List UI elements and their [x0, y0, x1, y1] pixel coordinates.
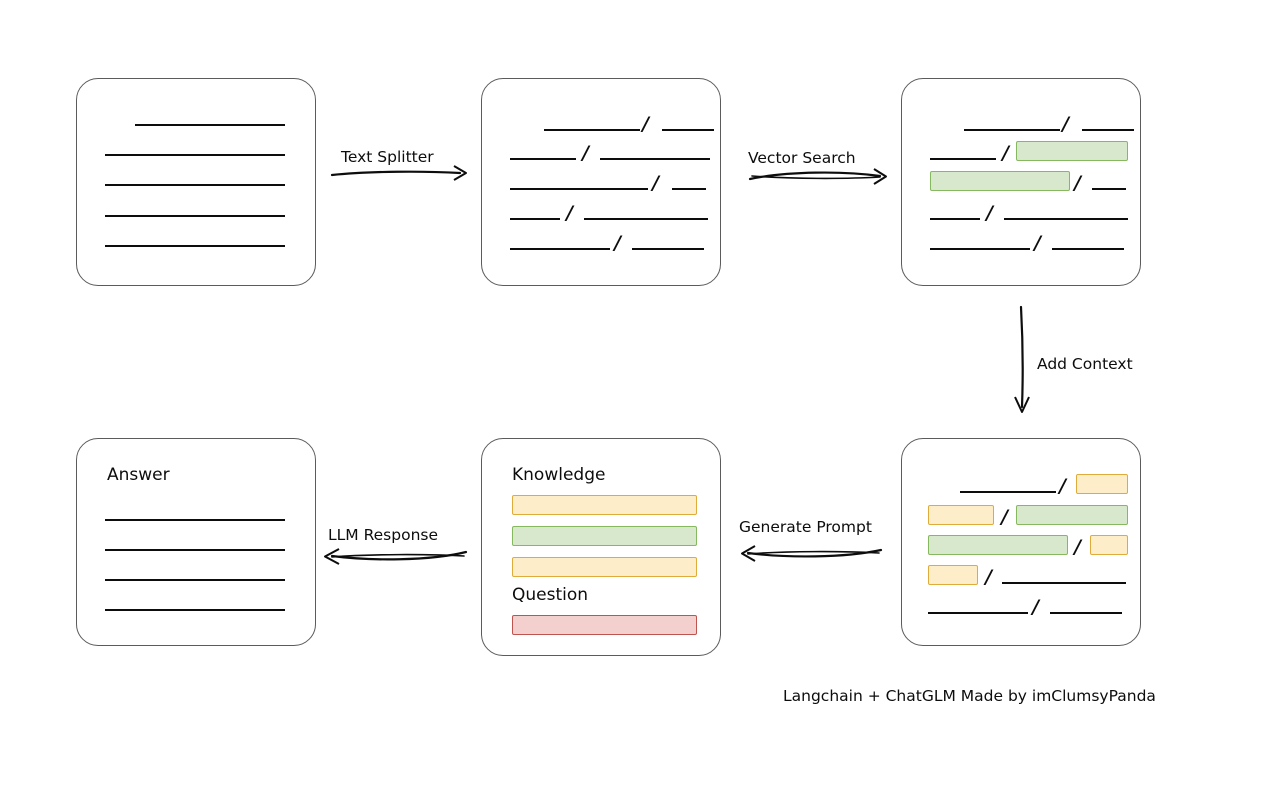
- chunk-slash: /: [1032, 596, 1039, 618]
- chunk-line: [930, 218, 980, 220]
- chunk-line: [510, 248, 610, 250]
- question-chip-red: [512, 615, 697, 635]
- chunk-line: [960, 491, 1056, 493]
- chunk-chip-yellow: [1076, 474, 1128, 494]
- chunk-slash: /: [582, 142, 589, 164]
- chunk-line: [632, 248, 704, 250]
- chunk-line: [510, 158, 576, 160]
- edge-vector-search: [748, 163, 890, 189]
- chunk-line: [584, 218, 708, 220]
- knowledge-chip-yellow: [512, 495, 697, 515]
- edge-add-context: [1012, 305, 1040, 415]
- doc-line: [105, 245, 285, 247]
- chunk-slash: /: [614, 232, 621, 254]
- chunk-line: [1092, 188, 1126, 190]
- chunk-slash: /: [566, 202, 573, 224]
- node-source-document[interactable]: [76, 78, 316, 286]
- doc-line: [105, 184, 285, 186]
- chunk-line: [928, 612, 1028, 614]
- chunk-chip-green: [1016, 505, 1128, 525]
- node-matched-chunks[interactable]: / / / / /: [901, 78, 1141, 286]
- knowledge-chip-green: [512, 526, 697, 546]
- knowledge-heading: Knowledge: [512, 465, 606, 485]
- chunk-line: [510, 188, 648, 190]
- chunk-chip-green: [928, 535, 1068, 555]
- chunk-slash: /: [985, 566, 992, 588]
- answer-line: [105, 519, 285, 521]
- chunk-slash: /: [1059, 475, 1066, 497]
- chunk-line: [964, 129, 1060, 131]
- chunk-line: [672, 188, 706, 190]
- chunk-slash: /: [1001, 506, 1008, 528]
- chunk-slash: /: [1074, 536, 1081, 558]
- chunk-chip-yellow: [928, 505, 994, 525]
- edge-label-text-splitter: Text Splitter: [341, 148, 434, 166]
- chunk-line: [510, 218, 560, 220]
- knowledge-chip-yellow: [512, 557, 697, 577]
- edge-generate-prompt: [738, 540, 883, 566]
- llm-response-arrow-icon: [324, 548, 468, 565]
- edge-text-splitter: [330, 160, 470, 186]
- edge-label-generate-prompt: Generate Prompt: [739, 518, 872, 536]
- edge-llm-response: [320, 544, 468, 570]
- doc-line: [105, 154, 285, 156]
- chunk-line: [544, 129, 640, 131]
- doc-line: [135, 124, 285, 126]
- chunk-slash: /: [1074, 172, 1081, 194]
- chunk-chip-green: [1016, 141, 1128, 161]
- chunk-line: [662, 129, 714, 131]
- node-split-chunks[interactable]: / / / / /: [481, 78, 721, 286]
- add-context-arrow-icon: [1014, 305, 1030, 413]
- chunk-slash: /: [652, 172, 659, 194]
- generate-prompt-arrow-icon: [741, 545, 883, 562]
- chunk-chip-green: [930, 171, 1070, 191]
- edge-label-llm-response: LLM Response: [328, 526, 439, 544]
- node-context-chunks[interactable]: / / / / /: [901, 438, 1141, 646]
- chunk-line: [930, 248, 1030, 250]
- chunk-slash: /: [1034, 232, 1041, 254]
- question-heading: Question: [512, 585, 589, 605]
- chunk-slash: /: [986, 202, 993, 224]
- text-splitter-arrow-icon: [330, 165, 467, 181]
- chunk-line: [1002, 582, 1126, 584]
- chunk-chip-yellow: [1090, 535, 1128, 555]
- answer-title: Answer: [107, 465, 170, 485]
- chunk-line: [1082, 129, 1134, 131]
- edge-label-vector-search: Vector Search: [748, 149, 856, 167]
- chunk-line: [930, 158, 996, 160]
- node-answer[interactable]: Answer: [76, 438, 316, 646]
- doc-line: [105, 215, 285, 217]
- chunk-line: [1052, 248, 1124, 250]
- answer-line: [105, 609, 285, 611]
- chunk-line: [1004, 218, 1128, 220]
- chunk-chip-yellow: [928, 565, 978, 585]
- chunk-line: [600, 158, 710, 160]
- chunk-line: [1050, 612, 1122, 614]
- edge-label-add-context: Add Context: [1037, 355, 1133, 373]
- chunk-slash: /: [1062, 113, 1069, 135]
- chunk-slash: /: [642, 113, 649, 135]
- vector-search-arrow-icon: [748, 168, 887, 185]
- diagram-caption: Langchain + ChatGLM Made by imClumsyPand…: [783, 687, 1156, 705]
- chunk-slash: /: [1002, 142, 1009, 164]
- answer-line: [105, 549, 285, 551]
- answer-line: [105, 579, 285, 581]
- node-prompt[interactable]: Knowledge Question: [481, 438, 721, 656]
